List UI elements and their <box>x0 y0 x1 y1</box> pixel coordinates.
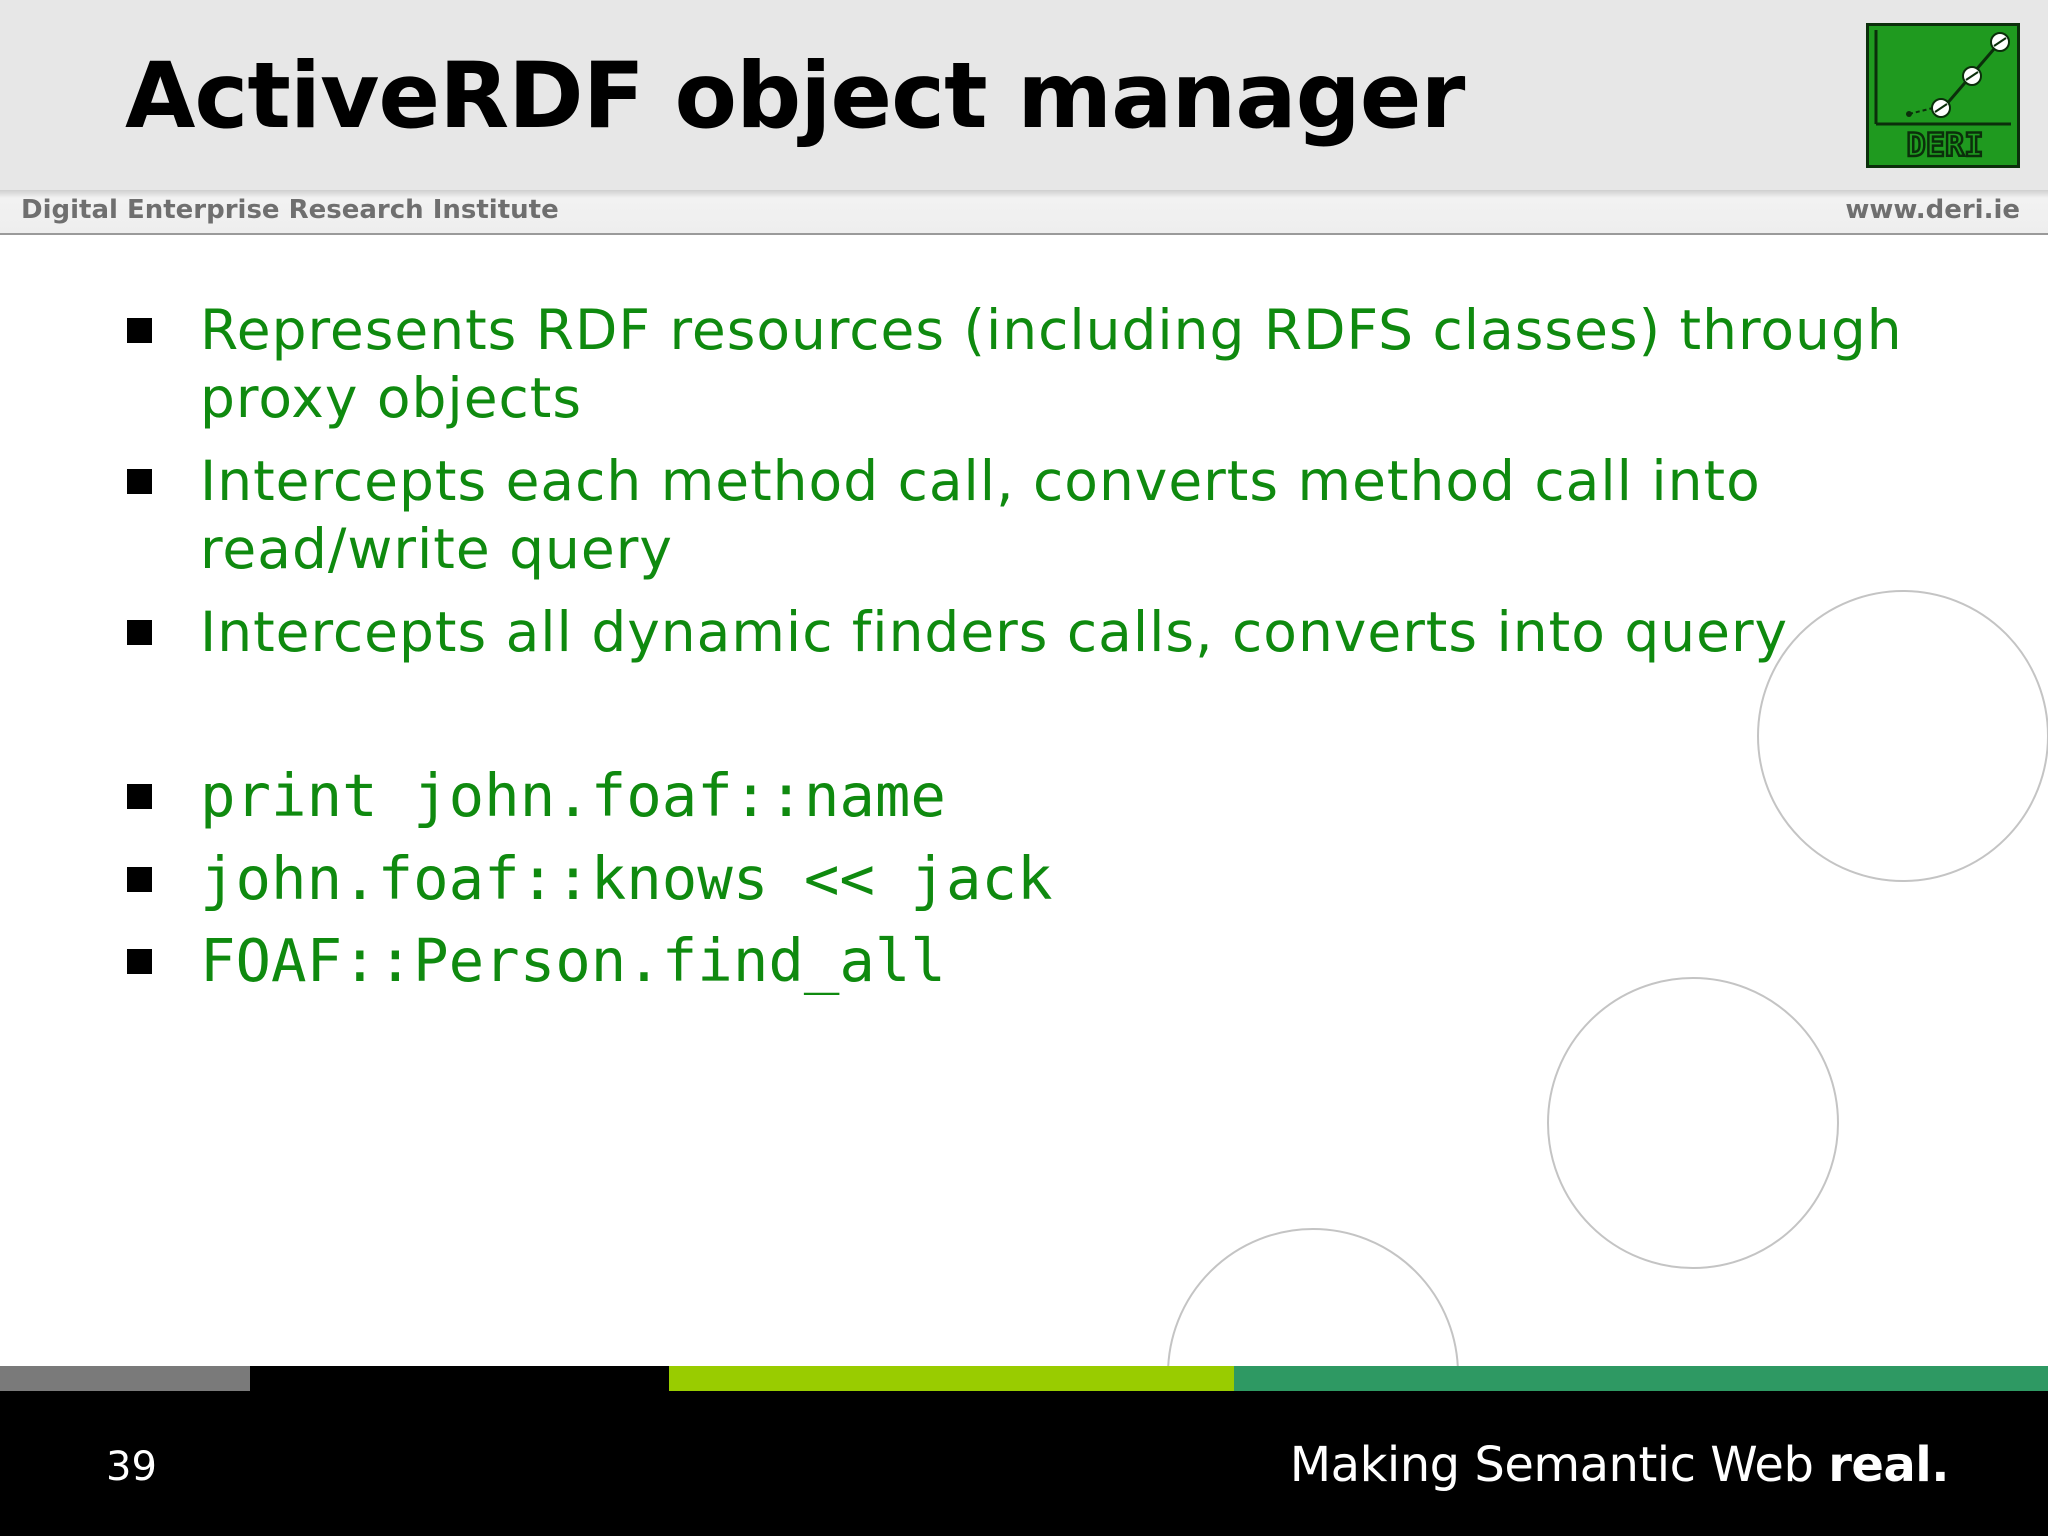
slide-header <box>0 0 2048 190</box>
code-line: john.foaf::knows << jack <box>200 844 1053 913</box>
institute-name: Digital Enterprise Research Institute <box>21 195 559 225</box>
bullet-marker <box>127 620 152 645</box>
bullet-marker <box>127 867 152 892</box>
page-number: 39 <box>106 1444 157 1490</box>
slogan-bold: real. <box>1828 1437 1949 1493</box>
slogan-light: Making Semantic Web <box>1289 1437 1829 1493</box>
website-url: www.deri.ie <box>1845 195 2020 225</box>
bullet-line: read/write query <box>200 517 673 581</box>
colorbar-gray <box>0 1366 250 1391</box>
bullet-marker <box>127 318 152 343</box>
deri-logo: DERI <box>1866 23 2020 168</box>
slide-footer <box>0 1391 2048 1536</box>
slide-title: ActiveRDF object manager <box>125 44 1465 149</box>
decorative-circle <box>1547 977 1839 1269</box>
deri-logo-graphic: DERI <box>1874 30 2011 165</box>
slogan: Making Semantic Web real. <box>1289 1437 1950 1493</box>
code-line: FOAF::Person.find_all <box>200 926 946 995</box>
bullet-marker <box>127 469 152 494</box>
decorative-circle <box>1757 590 2048 882</box>
colorbar-black <box>250 1366 669 1391</box>
subheader-bar <box>0 190 2048 235</box>
code-line: print john.foaf::name <box>200 761 946 830</box>
bullet-marker <box>127 949 152 974</box>
logo-text: DERI <box>1906 126 1983 164</box>
colorbar-teal <box>1234 1366 2048 1391</box>
bullet-line: Intercepts each method call, converts me… <box>200 449 1761 513</box>
colorbar-lime <box>669 1366 1234 1391</box>
bullet-marker <box>127 784 152 809</box>
bullet-line: Intercepts all dynamic finders calls, co… <box>200 600 1789 664</box>
bullet-line: proxy objects <box>200 366 582 430</box>
bullet-line: Represents RDF resources (including RDFS… <box>200 298 1903 362</box>
